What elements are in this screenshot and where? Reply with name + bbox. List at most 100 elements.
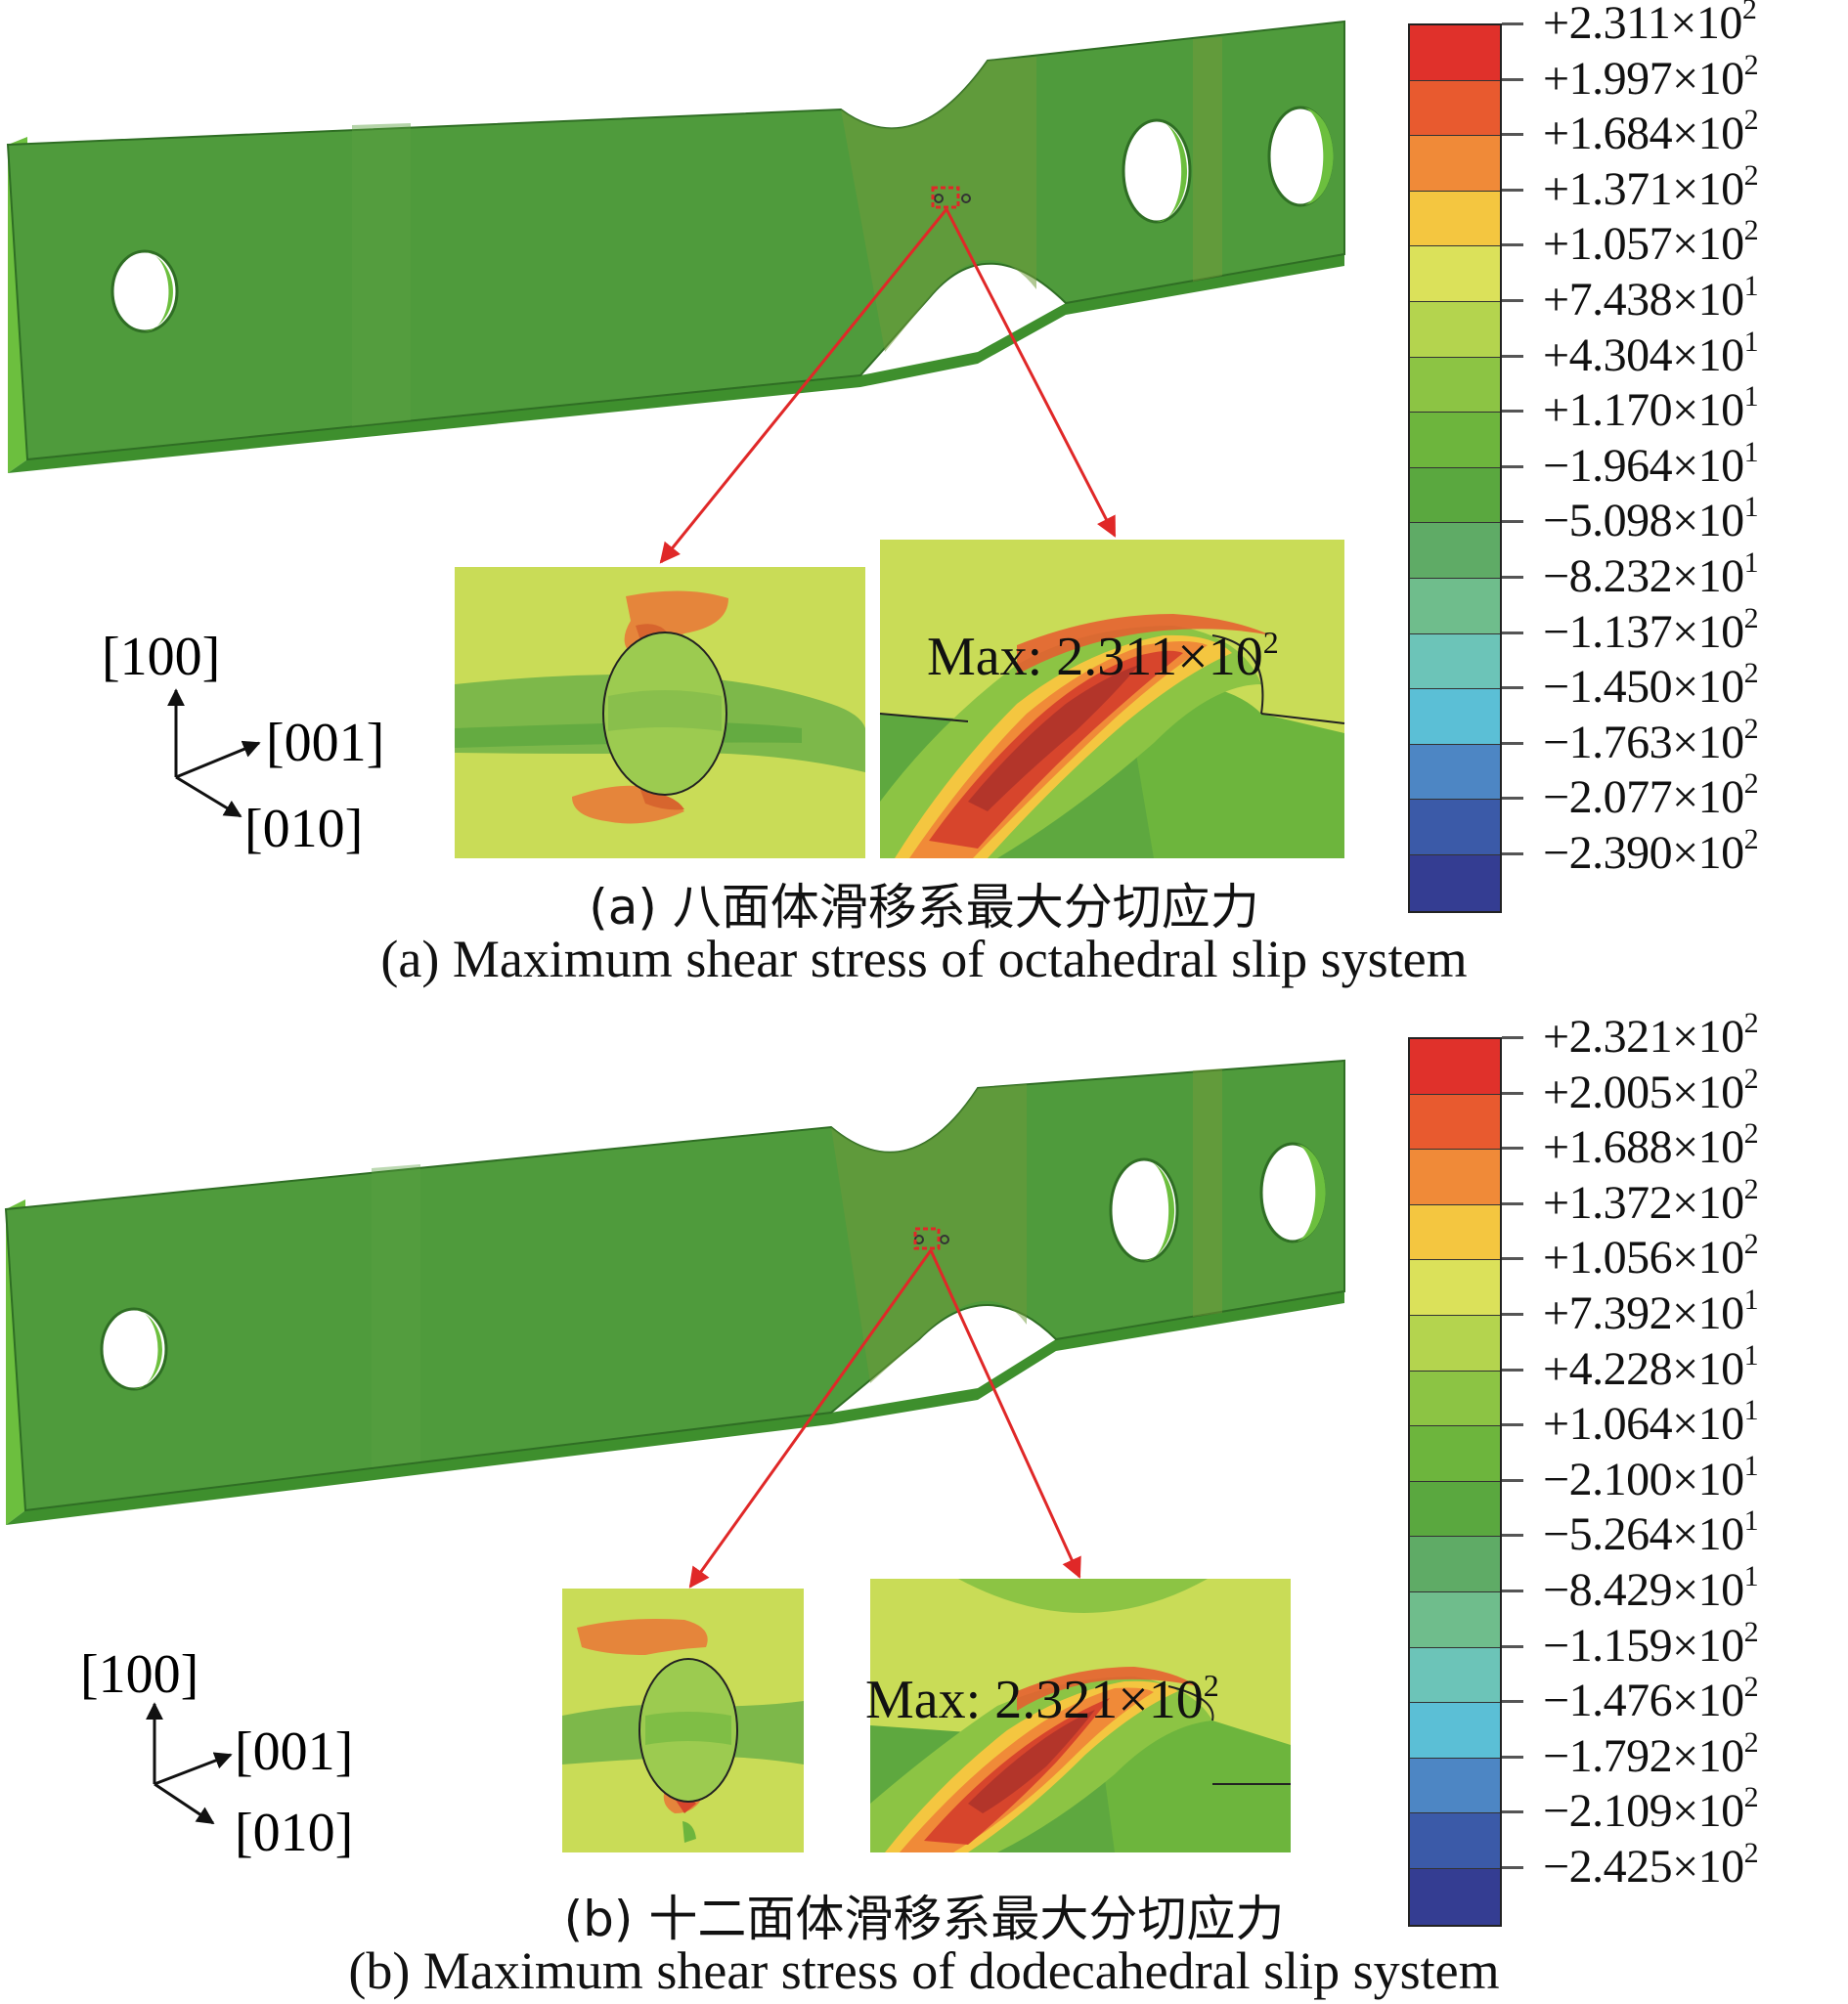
coordinate-triad-b: [100] [001] [010] bbox=[80, 1644, 353, 1863]
legend-value-label: −8.232×101 bbox=[1543, 546, 1759, 603]
legend-tick bbox=[1502, 299, 1523, 302]
legend-tick bbox=[1502, 852, 1523, 855]
legend-tick bbox=[1502, 77, 1523, 81]
legend-value-label: −1.476×102 bbox=[1543, 1671, 1759, 1727]
legend-swatch bbox=[1410, 191, 1500, 247]
specimen-contour-plot-a: Max: 2.311×102 [100] [001] [010] bbox=[6, 20, 1345, 859]
callout-arrow-left bbox=[688, 1249, 933, 1589]
axis-label-010: [010] bbox=[244, 799, 363, 859]
legend-value-label: +1.056×102 bbox=[1543, 1228, 1759, 1285]
caption-en-b: (b) Maximum shear stress of dodecahedral… bbox=[348, 1941, 1500, 2000]
zoom-inset-max-a: Max: 2.311×102 bbox=[879, 540, 1345, 858]
legend-value-label: −1.137×102 bbox=[1543, 601, 1759, 658]
zoom-inset-hole-b bbox=[562, 1589, 804, 1852]
legend-swatch bbox=[1410, 1260, 1500, 1316]
legend-value-label: +4.304×101 bbox=[1543, 325, 1759, 381]
legend-tick bbox=[1502, 1313, 1523, 1316]
legend-value-label: +1.371×102 bbox=[1543, 158, 1759, 215]
legend-value-label: +1.684×102 bbox=[1543, 104, 1759, 160]
legend-tick bbox=[1502, 576, 1523, 579]
legend-swatch bbox=[1410, 1647, 1500, 1704]
legend-value-label: +1.997×102 bbox=[1543, 48, 1759, 105]
legend-swatch bbox=[1410, 1150, 1500, 1205]
legend-swatch bbox=[1410, 1204, 1500, 1261]
axis-label-001: [001] bbox=[235, 1721, 353, 1782]
axis-label-100: [100] bbox=[80, 1644, 198, 1705]
coordinate-triad-a: [100] [001] [010] bbox=[102, 627, 384, 859]
legend-swatch bbox=[1410, 1426, 1500, 1482]
max-stress-label-a: Max: 2.311×102 bbox=[927, 625, 1279, 687]
legend-tick bbox=[1502, 243, 1523, 247]
legend-tick bbox=[1502, 1644, 1523, 1648]
legend-tick bbox=[1502, 1368, 1523, 1372]
legend-swatch bbox=[1410, 1537, 1500, 1592]
legend-tick bbox=[1502, 1036, 1523, 1039]
legend-value-label: −1.792×102 bbox=[1543, 1725, 1759, 1782]
legend-swatch bbox=[1410, 25, 1500, 81]
legend-tick bbox=[1502, 464, 1523, 468]
legend-tick bbox=[1502, 1423, 1523, 1427]
legend-swatch bbox=[1410, 301, 1500, 358]
legend-swatch bbox=[1410, 1039, 1500, 1095]
legend-tick bbox=[1502, 1201, 1523, 1205]
caption-en-a: (a) Maximum shear stress of octahedral s… bbox=[380, 930, 1468, 988]
legend-tick bbox=[1502, 354, 1523, 358]
legend-swatch bbox=[1410, 1481, 1500, 1538]
legend-tick bbox=[1502, 741, 1523, 745]
legend-value-label: +1.057×102 bbox=[1543, 214, 1759, 271]
legend-swatch bbox=[1410, 1813, 1500, 1869]
legend-value-label: −2.100×101 bbox=[1543, 1449, 1759, 1505]
panel-a: Max: 2.311×102 [100] [001] [010] +2.311×… bbox=[6, 0, 1759, 988]
legend-swatch bbox=[1410, 523, 1500, 579]
legend-swatch bbox=[1410, 1094, 1500, 1151]
legend-tick bbox=[1502, 1257, 1523, 1261]
legend-swatch bbox=[1410, 467, 1500, 524]
legend-swatch bbox=[1410, 578, 1500, 634]
legend-tick bbox=[1502, 797, 1523, 801]
axis-label-001: [001] bbox=[266, 713, 384, 773]
legend-value-label: +2.311×102 bbox=[1543, 0, 1757, 49]
legend-color-bar bbox=[1408, 23, 1502, 913]
caption-cn-a: (a) 八面体滑移系最大分切应力 bbox=[589, 879, 1259, 936]
axis-label-100: [100] bbox=[102, 627, 220, 687]
legend-value-label: +4.228×101 bbox=[1543, 1338, 1759, 1395]
legend-swatch bbox=[1410, 413, 1500, 468]
legend-value-label: −1.450×102 bbox=[1543, 657, 1759, 714]
legend-value-label: +1.064×101 bbox=[1543, 1394, 1759, 1451]
legend-swatch bbox=[1410, 854, 1500, 911]
legend-swatch bbox=[1410, 1591, 1500, 1648]
legend-tick bbox=[1502, 22, 1523, 25]
zoom-inset-hole-a bbox=[455, 567, 865, 858]
legend-tick bbox=[1502, 686, 1523, 690]
legend-swatch bbox=[1410, 136, 1500, 192]
legend-value-label: −8.429×101 bbox=[1543, 1560, 1759, 1617]
callout-arrow-right bbox=[929, 1249, 1081, 1579]
legend-tick bbox=[1502, 1700, 1523, 1704]
legend-value-label: −2.109×102 bbox=[1543, 1781, 1759, 1838]
dogbone-specimen bbox=[6, 20, 1345, 473]
legend-swatch bbox=[1410, 633, 1500, 690]
legend-value-label: +1.170×101 bbox=[1543, 380, 1759, 437]
callout-arrow-left bbox=[659, 208, 948, 564]
legend-swatch bbox=[1410, 1758, 1500, 1814]
legend-swatch bbox=[1410, 689, 1500, 745]
legend-tick bbox=[1502, 133, 1523, 137]
legend-value-label: +2.005×102 bbox=[1543, 1062, 1759, 1118]
legend-value-label: +1.688×102 bbox=[1543, 1117, 1759, 1174]
legend-tick bbox=[1502, 631, 1523, 634]
legend-color-bar bbox=[1408, 1037, 1502, 1927]
axis-label-010: [010] bbox=[235, 1803, 353, 1863]
legend-tick bbox=[1502, 1478, 1523, 1482]
dogbone-specimen bbox=[4, 1059, 1345, 1525]
legend-tick bbox=[1502, 188, 1523, 192]
legend-value-label: −5.264×101 bbox=[1543, 1504, 1759, 1561]
zoom-inset-max-b: Max: 2.321×102 bbox=[865, 1579, 1291, 1852]
legend-value-label: +7.392×101 bbox=[1543, 1284, 1759, 1340]
caption-cn-b: (b) 十二面体滑移系最大分切应力 bbox=[563, 1891, 1285, 1947]
legend-value-label: −2.425×102 bbox=[1543, 1837, 1759, 1894]
legend-value-label: −1.964×101 bbox=[1543, 435, 1759, 492]
legend-swatch bbox=[1410, 80, 1500, 137]
legend-value-label: −2.077×102 bbox=[1543, 767, 1759, 824]
legend-tick bbox=[1502, 520, 1523, 524]
legend-value-label: −1.159×102 bbox=[1543, 1615, 1759, 1672]
